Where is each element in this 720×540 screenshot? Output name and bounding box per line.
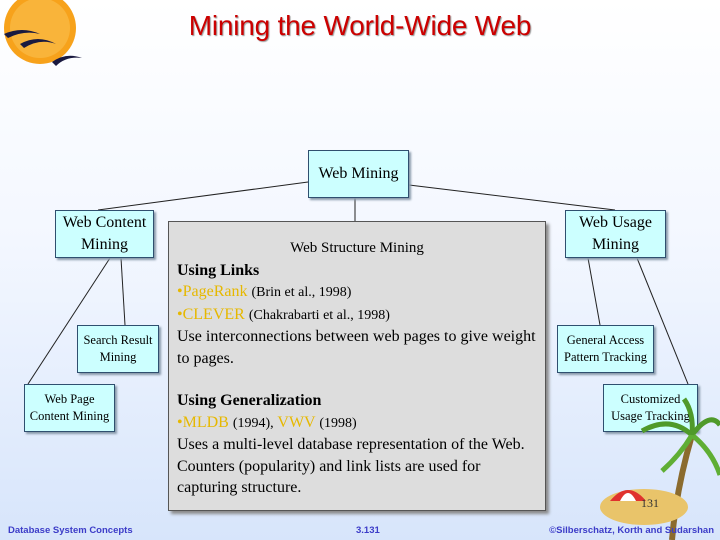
footer-right: ©Silberschatz, Korth and Sudarshan [549,525,714,536]
pagerank-citation: (Brin et al., 1998) [251,285,352,300]
bullet-clever: • [177,305,183,323]
customized-usage-tracking-node[interactable]: Customized Usage Tracking [603,384,698,432]
web-structure-mining-panel: Web Structure Mining Using Links •PageRa… [168,221,546,511]
general-access-pattern-tracking-node[interactable]: General Access Pattern Tracking [557,325,654,373]
slide-page-number: 131 [641,496,659,510]
web-mining-label: Web Mining [318,165,399,182]
slide-title: Mining the World-Wide Web [188,10,532,41]
generalization-description: Uses a multi-level database representati… [177,436,525,496]
palm-tree-illustration [600,397,720,540]
structure-panel-title: Web Structure Mining [290,240,424,256]
web-page-label-1: Web Page [44,392,95,406]
customized-usage-label-1: Customized [620,392,681,406]
web-page-label-2: Content Mining [29,409,110,423]
bullet-pagerank: • [177,283,183,300]
web-page-content-mining-node[interactable]: Web Page Content Mining [24,384,115,432]
web-usage-label-1: Web Usage [579,214,652,231]
general-access-label-1: General Access [566,333,645,347]
clever-citation: (Chakrabarti et al., 1998) [248,307,390,323]
web-mining-node[interactable]: Web Mining [308,150,409,198]
mldb-vwv-item: •MLDB (1994), VWV (1998) [177,412,537,435]
vwv-label: VWV [277,413,316,431]
mldb-label: MLDB [182,413,229,431]
web-content-label-2: Mining [80,236,129,253]
footer-center: 3.131 [356,525,380,536]
web-content-mining-node[interactable]: Web Content Mining [55,210,154,258]
customized-usage-label-2: Usage Tracking [611,409,690,423]
bullet-mldb: • [177,413,183,431]
clever-item: •CLEVER (Chakrabarti et al., 1998) [177,304,537,327]
search-result-label-2: Mining [99,350,137,364]
pagerank-item: •PageRank (Brin et al., 1998) [177,281,537,304]
using-links-heading: Using Links [177,261,260,279]
search-result-mining-node[interactable]: Search Result Mining [77,325,159,373]
search-result-label-1: Search Result [83,333,153,347]
using-generalization-heading: Using Generalization [177,392,322,409]
vwv-citation: (1998) [319,415,357,431]
general-access-label-2: Pattern Tracking [564,350,647,364]
web-usage-mining-node[interactable]: Web Usage Mining [565,210,666,258]
web-usage-label-2: Mining [591,236,640,253]
sun-birds-logo [4,0,82,66]
pagerank-label: PageRank [182,283,248,300]
clever-label: CLEVER [182,305,245,323]
links-description: Use interconnections between web pages t… [177,328,536,367]
web-content-label-1: Web Content [62,214,147,231]
footer-left: Database System Concepts [8,525,133,536]
mldb-citation: (1994), [232,415,274,431]
